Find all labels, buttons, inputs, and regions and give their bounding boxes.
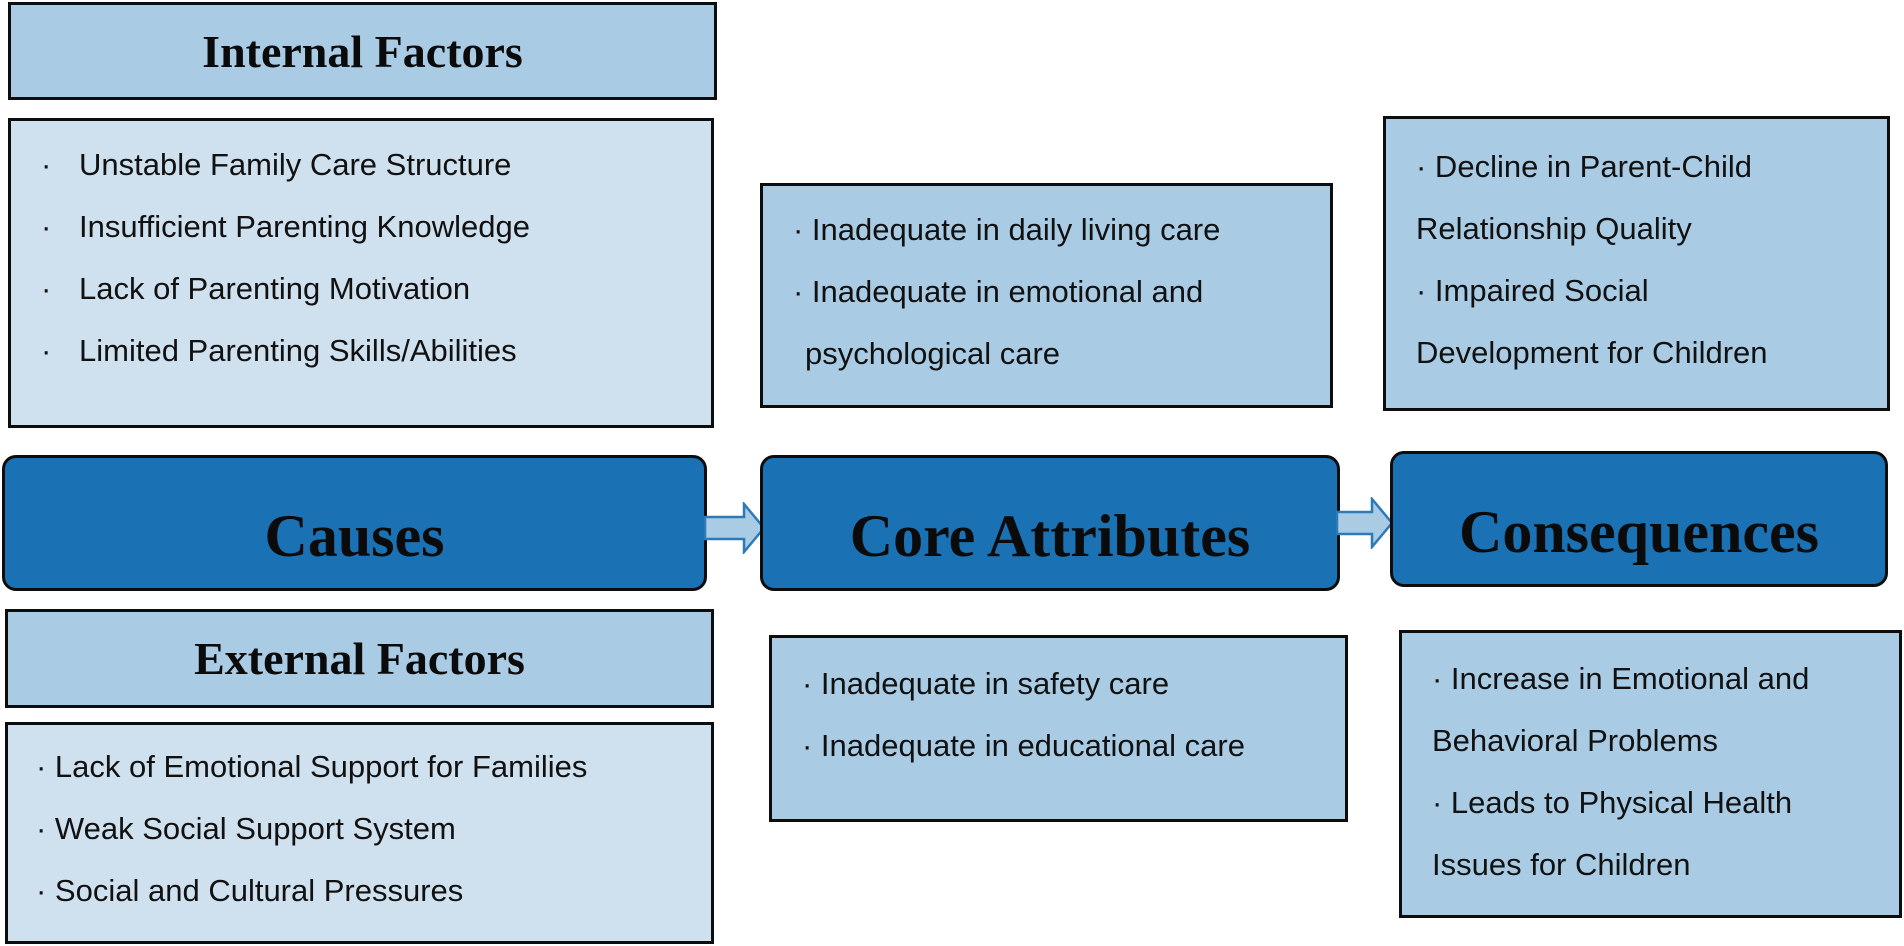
list-item: ·Lack of Parenting Motivation	[41, 271, 471, 306]
list-item: ·Insufficient Parenting Knowledge	[41, 209, 530, 244]
list-item: psychological care	[805, 336, 1061, 371]
list-item: ·Limited Parenting Skills/Abilities	[41, 333, 517, 368]
list-item: · Inadequate in emotional and	[793, 274, 1204, 309]
causes-label: Causes	[264, 503, 445, 569]
internal-factors-box: ·Unstable Family Care Structure ·Insuffi…	[8, 118, 714, 428]
list-item: · Weak Social Support System	[36, 811, 456, 846]
list-item: · Inadequate in safety care	[802, 666, 1170, 701]
list-item: Behavioral Problems	[1432, 723, 1719, 758]
list-item: Issues for Children	[1432, 847, 1691, 882]
list-item: · Impaired Social	[1416, 273, 1649, 308]
list-item: · Leads to Physical Health	[1432, 785, 1793, 820]
external-factors-title-text: External Factors	[194, 633, 525, 684]
list-item: Development for Children	[1416, 335, 1768, 370]
list-item: · Increase in Emotional and	[1432, 661, 1810, 696]
consequences-bottom-box: · Increase in Emotional and Behavioral P…	[1399, 630, 1902, 918]
core-attributes-bottom-box: · Inadequate in safety care · Inadequate…	[769, 635, 1348, 822]
internal-factors-title-text: Internal Factors	[202, 25, 523, 77]
list-item: · Inadequate in educational care	[802, 728, 1245, 763]
core-attributes-label: Core Attributes	[849, 503, 1251, 569]
external-factors-title: External Factors	[5, 609, 714, 708]
arrow-right-icon	[704, 502, 766, 554]
list-item: Relationship Quality	[1416, 211, 1692, 246]
arrow-right-icon	[1336, 497, 1394, 549]
consequences-label: Consequences	[1458, 499, 1820, 565]
consequences-box: Consequences	[1390, 451, 1888, 587]
causes-box: Causes	[2, 455, 707, 591]
external-factors-box: · Lack of Emotional Support for Families…	[5, 722, 714, 944]
list-item: · Decline in Parent-Child	[1416, 149, 1752, 184]
list-item: · Social and Cultural Pressures	[36, 873, 464, 908]
core-attributes-box: Core Attributes	[760, 455, 1340, 591]
list-item: · Inadequate in daily living care	[793, 212, 1221, 247]
internal-factors-title: Internal Factors	[8, 2, 717, 100]
list-item: ·Unstable Family Care Structure	[41, 147, 512, 182]
list-item: · Lack of Emotional Support for Families	[36, 749, 588, 784]
consequences-top-box: · Decline in Parent-Child Relationship Q…	[1383, 116, 1890, 411]
core-attributes-top-box: · Inadequate in daily living care · Inad…	[760, 183, 1333, 408]
